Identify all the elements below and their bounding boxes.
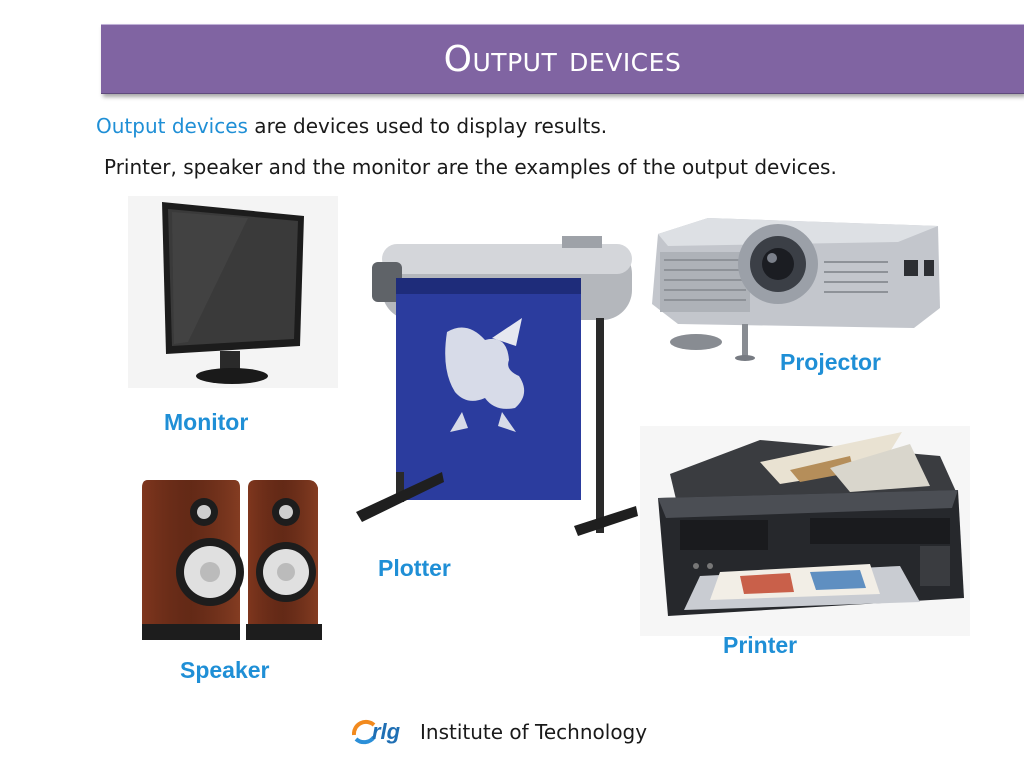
speaker-caption: Speaker xyxy=(180,657,270,683)
intro-rest: are devices used to display results. xyxy=(247,114,608,138)
slide-title: Output devices xyxy=(443,39,682,80)
footer: rlg Institute of Technology xyxy=(352,715,647,749)
printer-image xyxy=(640,426,970,636)
monitor-caption: Monitor xyxy=(164,409,249,435)
printer-caption: Printer xyxy=(723,632,798,658)
intro-highlight: Output devices xyxy=(96,114,248,138)
examples-line: Printer, speaker and the monitor are the… xyxy=(104,155,837,179)
institute-name: Institute of Technology xyxy=(420,720,648,744)
rlg-logo-text: rlg xyxy=(372,719,401,744)
title-bar: Output devices xyxy=(101,24,1024,94)
projector-caption: Projector xyxy=(780,349,881,375)
monitor-image xyxy=(128,196,338,388)
intro-line: Output devices are devices used to displ… xyxy=(96,114,607,138)
rlg-logo: rlg xyxy=(352,719,401,745)
plotter-caption: Plotter xyxy=(378,555,451,581)
projector-image xyxy=(652,218,940,361)
plotter-image xyxy=(356,236,638,536)
speaker-image xyxy=(142,480,322,640)
